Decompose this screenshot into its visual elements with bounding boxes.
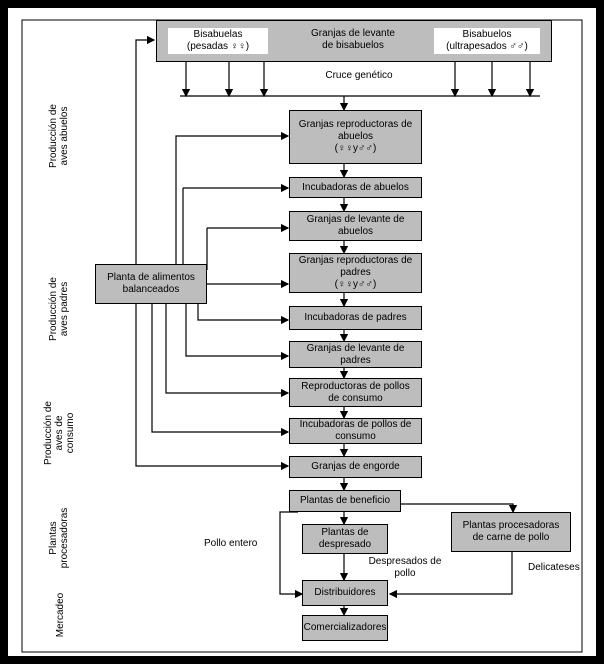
- cruce-genetico-label: Cruce genético: [325, 70, 393, 81]
- section-label-line: Producción de: [48, 277, 59, 341]
- section-label-line: Producción de: [48, 104, 59, 168]
- box-line: Granjas de engorde: [311, 461, 400, 472]
- box-line: de carne de pollo: [472, 532, 550, 543]
- section-plantas-procesadoras: Plantas procesadoras: [48, 500, 72, 576]
- bisabuelas-sub: (pesadas ♀♀): [186, 41, 250, 52]
- box-line: (♀♀y♂♂): [334, 143, 377, 154]
- box-line: Plantas de: [321, 527, 369, 538]
- section-produccion-padres: Producción de aves padres: [48, 269, 72, 349]
- box-line: Distribuidores: [314, 587, 376, 598]
- bisabuelos-label: Bisabuelos: [462, 29, 512, 40]
- box-line: Plantas de beneficio: [299, 495, 391, 506]
- box-line: consumo: [335, 431, 376, 442]
- box-line: despresado: [318, 539, 372, 550]
- incubadoras-abuelos: Incubadoras de abuelos: [289, 177, 422, 198]
- incubadoras-pollos-consumo: Incubadoras de pollos de consumo: [289, 418, 422, 444]
- granjas-levante-bisabuelos: Granjas de levante de bisabuelos: [290, 28, 416, 52]
- granjas-levante-line2: de bisabuelos: [322, 40, 384, 51]
- section-label-line: procesadoras: [59, 507, 70, 569]
- box-line: de consumo: [328, 392, 383, 404]
- bisabuelas-box: Bisabuelas (pesadas ♀♀): [168, 28, 268, 54]
- box-line: Granjas de levante de: [306, 214, 405, 225]
- granjas-levante-padres: Granjas de levante de padres: [289, 341, 422, 368]
- plantas-beneficio: Plantas de beneficio: [289, 490, 401, 512]
- section-label-line: Producción de: [43, 401, 54, 465]
- despresados-label: Despresados de pollo: [368, 556, 442, 580]
- section-label-line: Mercadeo: [55, 592, 66, 638]
- section-label-line: aves padres: [59, 281, 70, 337]
- box-line: Reproductoras de pollos: [301, 380, 410, 392]
- section-produccion-consumo: Producción de aves de consumo: [43, 395, 77, 471]
- box-line: Incubadoras de pollos de: [299, 419, 412, 430]
- box-line: Granjas reproductoras de: [298, 255, 413, 266]
- box-line: Granjas reproductoras de: [298, 119, 413, 130]
- box-line: Incubadoras de padres: [304, 312, 407, 323]
- section-label-line: aves de: [54, 415, 65, 451]
- box-line: Plantas procesadoras: [462, 520, 560, 531]
- granjas-engorde: Granjas de engorde: [289, 456, 422, 478]
- box-line: balanceados: [122, 284, 180, 295]
- box-line: Planta de alimentos: [107, 272, 195, 283]
- section-mercadeo: Mercadeo: [55, 587, 69, 643]
- bisabuelos-sub: (ultrapesados ♂♂): [446, 41, 528, 52]
- comercializadores: Comercializadores: [302, 615, 388, 641]
- plantas-despresado: Plantas de despresado: [302, 524, 388, 554]
- box-line: abuelos: [337, 226, 374, 237]
- box-line: padres: [340, 354, 371, 366]
- despresados-line1: Despresados de: [368, 556, 442, 567]
- distribuidores: Distribuidores: [302, 580, 388, 606]
- pollo-entero-label: Pollo entero: [204, 538, 258, 549]
- granjas-levante-abuelos: Granjas de levante de abuelos: [289, 211, 422, 241]
- granjas-reproductoras-padres: Granjas reproductoras de padres (♀♀y♂♂): [289, 253, 422, 293]
- despresados-line2: pollo: [394, 568, 416, 579]
- planta-alimentos-box: Planta de alimentos balanceados: [95, 264, 207, 304]
- section-label-line: aves abuelos: [59, 106, 70, 166]
- plantas-procesadoras-carne: Plantas procesadoras de carne de pollo: [451, 512, 571, 552]
- box-line: abuelos: [337, 131, 374, 142]
- granjas-reproductoras-abuelos: Granjas reproductoras de abuelos (♀♀y♂♂): [289, 110, 422, 164]
- box-line: (♀♀y♂♂): [334, 279, 377, 290]
- bisabuelas-label: Bisabuelas: [193, 29, 243, 40]
- section-produccion-abuelos: Producción de aves abuelos: [48, 96, 72, 176]
- bisabuelos-box: Bisabuelos (ultrapesados ♂♂): [434, 28, 540, 54]
- box-line: Incubadoras de abuelos: [302, 181, 409, 193]
- box-line: Comercializadores: [303, 622, 387, 633]
- box-line: padres: [340, 267, 371, 278]
- section-label-line: Plantas: [48, 521, 59, 555]
- reproductoras-pollos-consumo: Reproductoras de pollos de consumo: [289, 378, 422, 407]
- incubadoras-padres: Incubadoras de padres: [289, 306, 422, 330]
- section-label-line: consumo: [65, 412, 76, 454]
- box-line: Granjas de levante de: [306, 342, 405, 354]
- granjas-levante-line1: Granjas de levante: [311, 28, 395, 39]
- delicateses-label: Delicateses: [528, 562, 580, 573]
